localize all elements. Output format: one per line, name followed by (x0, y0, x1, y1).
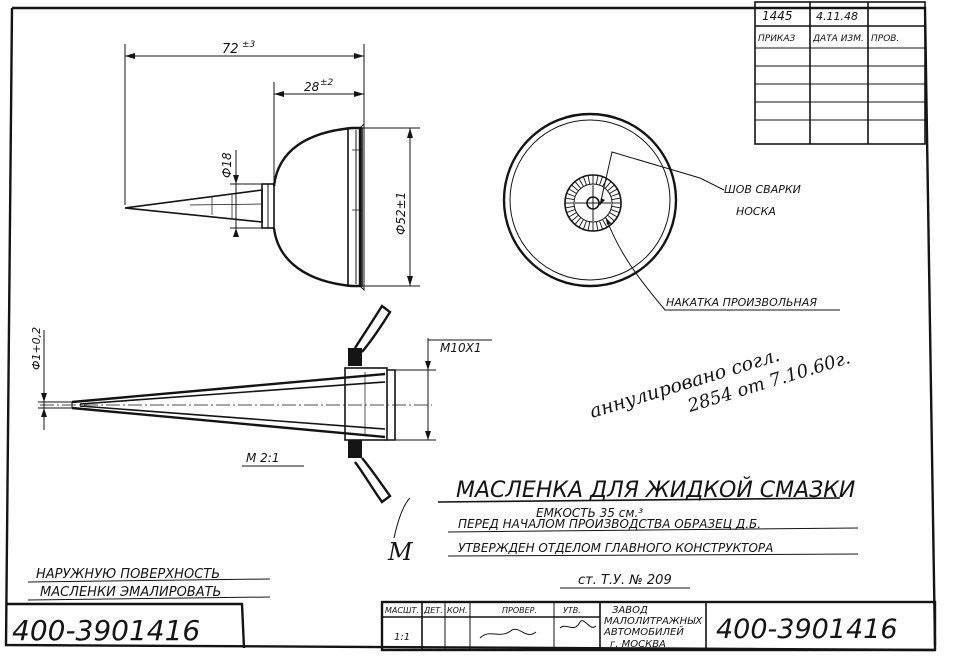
drawing-number-left: 400-3901416 (12, 614, 200, 647)
knurl-tick (565, 205, 575, 209)
scale-value: 1:1 (394, 632, 410, 643)
detail-scale-label: М 2:1 (246, 451, 279, 465)
knurl-callout: НАКАТКА ПРОИЗВОЛЬНАЯ (666, 296, 817, 309)
standard-reference: ст. Т.У. № 209 (578, 573, 672, 588)
knurl-tick (582, 176, 587, 186)
approval-note: УТВЕРЖДЕН ОТДЕЛОМ ГЛАВНОГО КОНСТРУКТОРА (458, 541, 773, 555)
knurl-tick (611, 197, 621, 201)
knurl-tick (609, 212, 618, 218)
knurl-tick (574, 181, 582, 189)
change-date: 4.11.48 (816, 10, 858, 23)
knurl-tick (610, 209, 620, 214)
knurl-tick (604, 181, 612, 189)
header-scale: МАСШТ. (385, 606, 419, 615)
body-diameter-dim: Ф52±1 (394, 192, 408, 235)
knurl-tick (574, 217, 582, 225)
knurl-tick (568, 212, 577, 218)
header-part: ДЕТ. (423, 606, 443, 615)
knurl-tick (609, 188, 618, 194)
knurl-tick (571, 214, 579, 222)
factory-line3: АВТОМОБИЛЕЙ (603, 625, 684, 638)
knurl-tick (578, 219, 584, 228)
knurl-tick (595, 175, 599, 185)
drawing-number-main: 400-3901416 (716, 614, 898, 645)
order-number: 1445 (762, 9, 793, 23)
header-designer: КОН. (447, 606, 468, 615)
detail-dimensions: Ф1+0,2 М10Х1 М 2:1 (30, 327, 492, 467)
thread-dim: М10Х1 (440, 341, 481, 355)
knurl-tick (607, 184, 615, 192)
knurl-tick (610, 192, 620, 197)
neck-diameter-dim: Ф18 (220, 152, 234, 178)
header-approved: УТВ. (563, 606, 581, 615)
overall-length-tolerance: ±3 (242, 40, 256, 50)
handwritten-initial: М (387, 538, 414, 566)
surface-note-line1: НАРУЖНУЮ ПОВЕРХНОСТЬ (36, 567, 220, 582)
surface-note-line2: МАСЛЕНКИ ЭМАЛИРОВАТЬ (40, 585, 221, 600)
handwritten-annotation: аннулировано согл. 2854 от 7.10.60г. М (387, 344, 853, 566)
header-checked: ПРОВЕР. (502, 606, 537, 615)
capacity-note: ЕМКОСТЬ 35 см.³ (536, 506, 643, 520)
checker-signature (479, 628, 537, 639)
revision-header-date: ДАТА ИЗМ. (812, 34, 864, 44)
side-view-dimensions: 72 ±3 28 ±2 Ф18 Ф52±1 (124, 40, 420, 287)
knurl-tick (599, 220, 604, 230)
knurl-tick (578, 178, 584, 187)
factory-line4: г. МОСКВА (610, 639, 666, 650)
knurl-tick (587, 221, 591, 231)
knurl-tick (565, 197, 575, 201)
knurl-tick (571, 184, 579, 192)
weld-seam-callout-line1: ШОВ СВАРКИ (724, 183, 801, 196)
bulb-length-tolerance: ±2 (320, 78, 334, 88)
knurl-tick (582, 220, 587, 230)
knurl-tick (611, 205, 621, 209)
oiler-front-view: ШОВ СВАРКИ НОСКА НАКАТКА ПРОИЗВОЛЬНАЯ (502, 112, 840, 311)
knurl-tick (602, 219, 608, 228)
oiler-side-view (124, 122, 365, 292)
tip-diameter-dim: Ф1+0,2 (30, 327, 43, 370)
knurl-tick (568, 188, 577, 194)
title-notes: МАСЛЕНКА ДЛЯ ЖИДКОЙ СМАЗКИ ЕМКОСТЬ 35 см… (27, 477, 859, 601)
production-note: ПЕРЕД НАЧАЛОМ ПРОИЗВОДСТВА ОБРАЗЕЦ Д.Б. (458, 517, 761, 531)
revision-header-order: ПРИКАЗ (758, 34, 795, 44)
knurl-tick (599, 176, 604, 186)
revision-table: 1445 4.11.48 ПРИКАЗ ДАТА ИЗМ. ПРОВ. (754, 1, 926, 145)
knurl-tick (587, 175, 591, 185)
overall-length-dim: 72 (222, 42, 239, 57)
factory-line2: МАЛОЛИТРАЖНЫХ (604, 616, 703, 627)
knurl-tick (607, 214, 615, 222)
approver-signature (559, 620, 597, 629)
title-block: 400-3901416 МАСШТ. ДЕТ. КОН. ПРОВЕР. УТВ… (6, 600, 937, 652)
knurl-tick (595, 221, 599, 231)
factory-line1: ЗАВОД (612, 605, 648, 616)
knurl-tick (566, 209, 576, 214)
revision-header-check: ПРОВ. (871, 34, 899, 44)
weld-seam-callout-line2: НОСКА (736, 205, 776, 218)
spout-detail-view (40, 304, 432, 504)
knurl-tick (566, 192, 576, 197)
bulb-length-dim: 28 (304, 80, 320, 94)
